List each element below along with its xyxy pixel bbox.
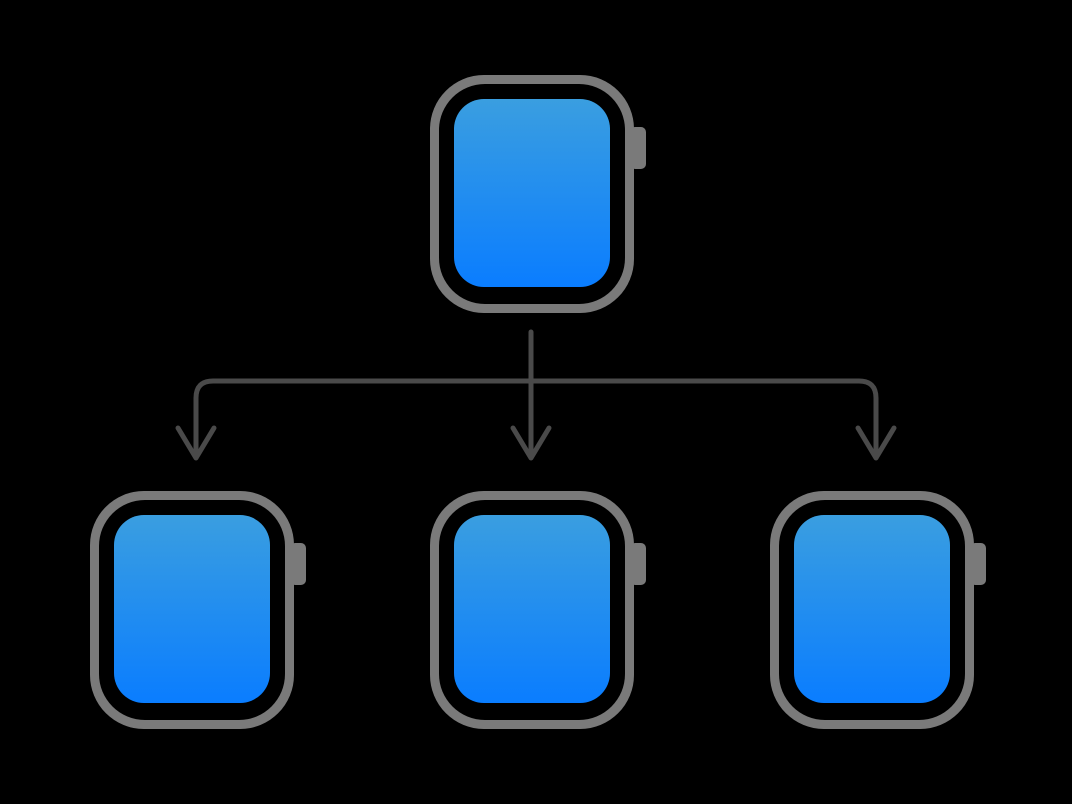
watch-screen <box>454 99 610 287</box>
root-watch <box>430 75 646 313</box>
child-watch-1 <box>90 491 306 729</box>
child-watch-2 <box>430 491 646 729</box>
watch-screen <box>114 515 270 703</box>
apple-watch-icon <box>430 75 646 313</box>
watch-screen <box>454 515 610 703</box>
connector-group <box>175 329 897 461</box>
apple-watch-icon <box>90 491 306 729</box>
arrow-down-icon <box>175 425 217 461</box>
apple-watch-icon <box>430 491 646 729</box>
apple-watch-icon <box>770 491 986 729</box>
connector-branch <box>193 378 879 459</box>
watch-screen <box>794 515 950 703</box>
arrow-down-icon <box>855 425 897 461</box>
arrow-down-icon <box>510 425 552 461</box>
child-watch-3 <box>770 491 986 729</box>
